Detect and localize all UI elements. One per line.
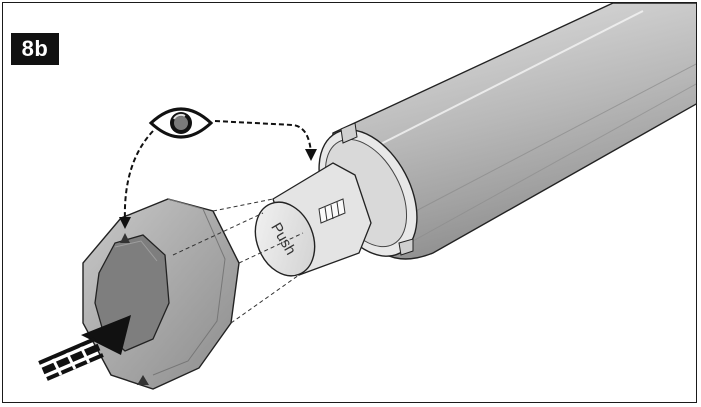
arrowhead-down-right <box>305 149 317 161</box>
alignment-guides <box>172 198 304 324</box>
step-label: 8b <box>11 33 59 65</box>
arrowhead-down-left <box>119 217 131 229</box>
diagram-frame: Push <box>2 2 697 403</box>
adapter-ring <box>82 198 240 390</box>
view-direction-arrows <box>123 120 312 222</box>
eye-icon <box>148 107 214 139</box>
assembly-illustration: Push <box>38 3 696 390</box>
drive-hub: Push <box>254 162 372 277</box>
push-arrow-icon <box>38 315 131 381</box>
